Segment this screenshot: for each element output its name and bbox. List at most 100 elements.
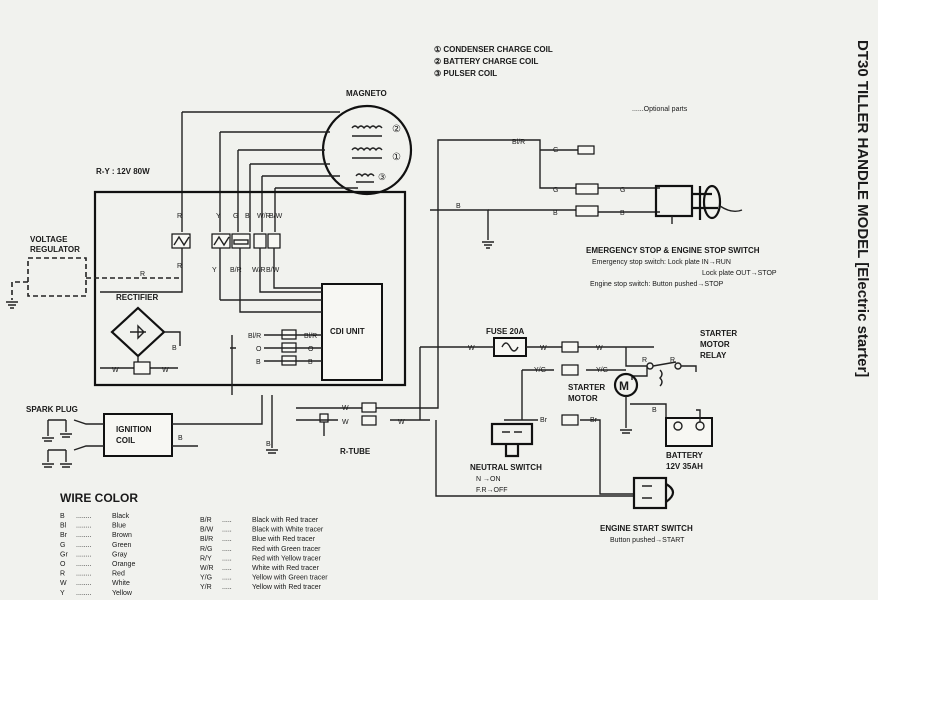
voltage-regulator-label-1: VOLTAGE — [30, 235, 68, 244]
wire-color-code: B/R — [200, 517, 212, 524]
ground-frame-wire — [93, 190, 407, 387]
br-connector — [561, 414, 579, 426]
wire-wr-bottom: W/R — [252, 267, 266, 274]
wire-color-basic-list: B........BlackBl........BlueBr........Br… — [60, 513, 135, 597]
wire-b-cdi: B — [256, 359, 261, 366]
b-connector — [575, 205, 599, 217]
emergency-stop-title: EMERGENCY STOP & ENGINE STOP SWITCH — [586, 246, 760, 255]
wire-color-dots: ........ — [76, 590, 92, 597]
wire-color-name: Yellow with Green tracer — [252, 575, 328, 582]
coil-mark-3: ③ — [378, 172, 386, 182]
wire-color-name: White with Red tracer — [252, 565, 320, 572]
battery-box — [665, 417, 713, 447]
emergency-stop-switch-icon — [654, 184, 743, 224]
br-line — [522, 419, 634, 495]
magneto-connectors — [171, 233, 281, 249]
wire-color-code: Bl — [60, 523, 67, 530]
optional-connector — [577, 145, 595, 155]
wire-br-1: Br — [540, 417, 548, 424]
magneto-wires — [181, 111, 358, 232]
g-lines — [539, 149, 578, 189]
start-switch-line — [435, 420, 634, 497]
magneto-label: MAGNETO — [346, 89, 387, 98]
wire-color-name: Red — [112, 571, 125, 578]
wire-color-title: WIRE COLOR — [60, 491, 138, 505]
diagram-title: DT30 TILLER HANDLE MODEL [Electric start… — [854, 40, 871, 377]
wire-w-right: W — [162, 367, 169, 374]
wire-y-bottom: Y — [212, 267, 217, 274]
wire-color-dots: ..... — [222, 565, 232, 572]
wire-o-cdi-out: O — [308, 346, 314, 353]
legend-condenser-coil: ① CONDENSER CHARGE COIL — [434, 45, 553, 54]
relay-feed — [625, 347, 648, 380]
wire-color-code: W — [60, 580, 67, 587]
wire-color-name: Red with Green tracer — [252, 546, 321, 553]
neutral-switch-on: N →ON — [476, 476, 501, 483]
wire-color-name: Blue — [112, 523, 126, 530]
wire-color-dots: ..... — [222, 584, 232, 591]
wire-color-code: O — [60, 561, 66, 568]
engine-start-switch-label: ENGINE START SWITCH — [600, 524, 693, 533]
wire-bw-bottom: B/W — [266, 267, 280, 274]
wire-color-dots: ........ — [76, 571, 92, 578]
wire-color-name: Black — [112, 513, 130, 520]
legend-optional-parts: ......Optional parts — [632, 106, 688, 113]
starter-motor-label-2: MOTOR — [568, 394, 598, 403]
spark-plug-label: SPARK PLUG — [26, 405, 78, 414]
wire-w-rtube-2: W — [342, 419, 349, 426]
wire-wr-top: W/R — [257, 213, 271, 220]
wire-color-name: Yellow with Red tracer — [252, 584, 322, 591]
r-tube-label: R-TUBE — [340, 447, 371, 456]
engine-start-switch-icon — [632, 476, 675, 510]
rectifier-label: RECTIFIER — [116, 293, 158, 302]
wire-color-code: W/R — [200, 565, 214, 572]
wire-color-dots: ..... — [222, 575, 232, 582]
manual-page-scan — [0, 0, 878, 600]
wire-color-dots: ..... — [222, 517, 232, 524]
wire-color-name: Orange — [112, 561, 135, 568]
starter-relay-label-1: STARTER — [700, 329, 737, 338]
wire-bw-top: B/W — [269, 213, 283, 220]
voltage-regulator-label-2: REGULATOR — [30, 245, 80, 254]
magneto-coils — [351, 125, 383, 183]
wire-r-regulator: R — [140, 271, 145, 278]
wire-g-2: G — [553, 187, 558, 194]
wire-color-dots: ..... — [222, 546, 232, 553]
wire-blr-cdi: Bl/R — [248, 333, 261, 340]
wire-blr-top: Bl/R — [512, 139, 525, 146]
wire-w-fuse-right: W — [540, 345, 547, 352]
w-main-line — [419, 346, 654, 420]
legend-pulser-coil: ③ PULSER COIL — [434, 69, 497, 78]
wire-r-relay: R — [642, 357, 647, 364]
wire-b-rectifier: B — [172, 345, 177, 352]
wire-color-name: Blue with Red tracer — [252, 536, 316, 543]
w-connector-2 — [361, 415, 377, 426]
engine-start-switch-note: Button pushed→START — [610, 537, 685, 544]
starter-motor-label-1: STARTER — [568, 383, 605, 392]
wire-w-rtube-1: W — [342, 405, 349, 412]
wire-r-top: R — [177, 213, 182, 220]
wire-color-dots: ..... — [222, 555, 232, 562]
wire-b-top: B — [245, 213, 250, 220]
voltage-regulator-box — [27, 257, 87, 297]
regulator-ground-wire — [11, 281, 28, 300]
wire-w-fuse-left: W — [468, 345, 475, 352]
cdi-input-connectors — [264, 329, 322, 366]
engine-stop-switch: Engine stop switch: Button pushed→STOP — [590, 281, 724, 288]
wire-r-mid: R — [177, 263, 182, 270]
wire-color-dots: ..... — [222, 536, 232, 543]
wire-color-name: Brown — [112, 532, 132, 539]
wire-color-code: G — [60, 542, 65, 549]
wire-b-battery: B — [652, 407, 657, 414]
rectifier-diode-icon — [130, 324, 146, 340]
wire-color-code: Y/R — [200, 584, 212, 591]
wire-b-switch: B — [456, 203, 461, 210]
battery-minus-icon — [673, 421, 683, 431]
wire-br-2: Br — [590, 417, 598, 424]
wire-color-name: Black with White tracer — [252, 527, 324, 534]
switch-lines — [598, 187, 660, 213]
starter-ground — [620, 396, 632, 434]
r-tube-joint — [319, 413, 329, 423]
ignition-coil-wires — [172, 395, 263, 447]
